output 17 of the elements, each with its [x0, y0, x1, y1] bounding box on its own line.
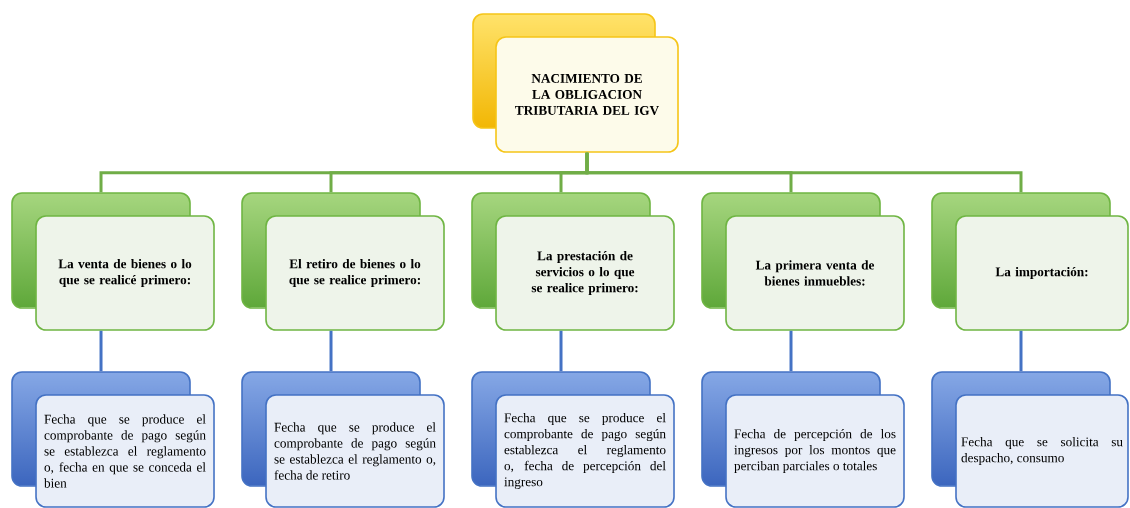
connector-line: [329, 330, 333, 372]
category-box: El retiro de bienes o lo que se realice primero:: [241, 192, 445, 331]
connector-line: [1019, 330, 1023, 372]
description-box: Fecha que se produce el comprobante de pago según establezca el reglamento o, fecha de percepción del ingreso: [471, 371, 675, 508]
description-box: Fecha de percepción de los ingresos por los montos que perciban parciales o totales: [701, 371, 905, 508]
category-box: La importación:: [931, 192, 1129, 331]
description-box: Fecha que se solicita su despacho, consumo: [931, 371, 1129, 508]
category-box: La prestación de servicios o lo que se realice primero:: [471, 192, 675, 331]
connector-line: [789, 330, 793, 372]
description-box: Fecha que se produce el comprobante de pago según se establezca el reglamento o, fecha de retiro: [241, 371, 445, 508]
category-box: La venta de bienes o lo que se realicé primero:: [11, 192, 215, 331]
description-box: Fecha que se produce el comprobante de pago según se establezca el reglamento o, fecha en que se conceda el bien: [11, 371, 215, 508]
title-box: NACIMIENTO DE LA OBLIGACION TRIBUTARIA DEL IGV: [472, 13, 679, 153]
category-box: La primera venta de bienes inmuebles:: [701, 192, 905, 331]
connector-line: [585, 152, 1023, 193]
connector-line: [559, 330, 563, 372]
connector-line: [99, 330, 103, 372]
